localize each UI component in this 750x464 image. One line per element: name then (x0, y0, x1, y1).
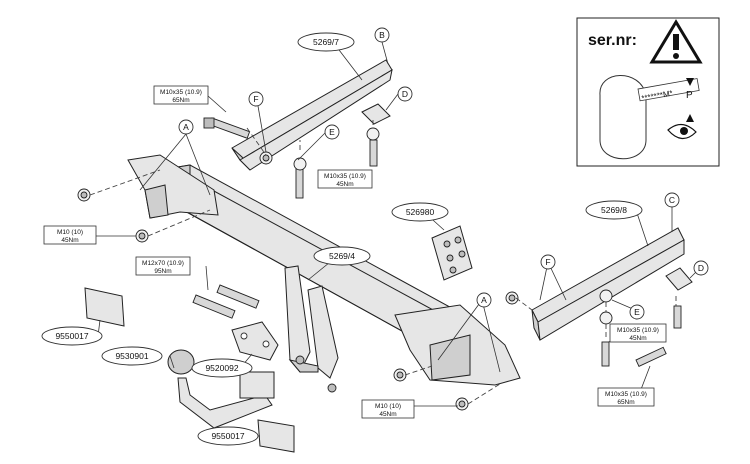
sticker-bottom (257, 419, 295, 453)
spec-right-45: M10x35 (10.9) 45Nm (609, 323, 667, 343)
part-label-9520092: 9520092 (191, 358, 253, 378)
letter-e-left: E (324, 124, 340, 140)
svg-text:45Nm: 45Nm (629, 335, 646, 342)
svg-text:E: E (634, 307, 640, 317)
svg-text:526980: 526980 (406, 207, 435, 217)
svg-text:45Nm: 45Nm (379, 411, 396, 418)
svg-text:D: D (402, 89, 408, 99)
plate-d-left (361, 103, 391, 125)
sticker-top (84, 287, 125, 327)
bracket-left (231, 59, 393, 171)
svg-text:9530901: 9530901 (115, 351, 148, 361)
svg-text:9550017: 9550017 (55, 331, 88, 341)
spec-bottom-m10: M10 (10) 45Nm (361, 399, 415, 419)
arrow-up-icon (686, 114, 694, 122)
svg-text:M10 (10): M10 (10) (57, 229, 83, 236)
part-label-9530901: 9530901 (101, 346, 163, 366)
letter-f-right: F (540, 254, 556, 270)
svg-text:M12x70 (10.9): M12x70 (10.9) (142, 260, 184, 267)
svg-text:M10x35 (10.9): M10x35 (10.9) (324, 173, 366, 180)
part-label-526980: 526980 (391, 202, 449, 222)
svg-text:65Nm: 65Nm (172, 97, 189, 104)
svg-text:E: E (329, 127, 335, 137)
part-label-9550017-top: 9550017 (41, 326, 103, 346)
svg-text:5269/4: 5269/4 (329, 251, 355, 261)
svg-text:65Nm: 65Nm (617, 399, 634, 406)
svg-text:F: F (545, 257, 550, 267)
spec-left-m10: M10 (10) 45Nm (43, 225, 97, 245)
svg-text:45Nm: 45Nm (61, 237, 78, 244)
svg-text:45Nm: 45Nm (336, 181, 353, 188)
spec-right-65: M10x35 (10.9) 65Nm (597, 387, 655, 407)
plate-9520092 (231, 321, 279, 361)
arrow-down-icon (686, 78, 694, 86)
letter-e-right: E (629, 304, 645, 320)
letter-a-right: A (476, 292, 492, 308)
p-label: P (686, 90, 693, 101)
spec-top-middle: M10x35 (10.9) 45Nm (317, 169, 373, 189)
svg-text:D: D (698, 263, 704, 273)
svg-text:M10x35 (10.9): M10x35 (10.9) (617, 327, 659, 334)
svg-text:M10x35 (10.9): M10x35 (10.9) (160, 89, 202, 96)
leader-lines (80, 41, 701, 437)
warning-title: ser.nr: (588, 32, 637, 49)
spec-top-left: M10x35 (10.9) 65Nm (153, 85, 209, 105)
svg-text:5269/7: 5269/7 (313, 37, 339, 47)
part-label-5269-4: 5269/4 (313, 246, 371, 266)
svg-text:95Nm: 95Nm (154, 268, 171, 275)
svg-text:F: F (253, 94, 258, 104)
svg-text:A: A (481, 295, 487, 305)
warning-box: ser.nr: *******M* P (576, 17, 720, 167)
fasteners (77, 117, 682, 411)
svg-text:M10 (10): M10 (10) (375, 403, 401, 410)
svg-text:9520092: 9520092 (205, 363, 238, 373)
spec-m12: M12x70 (10.9) 95Nm (135, 256, 191, 276)
letter-d-left: D (397, 86, 413, 102)
svg-text:A: A (183, 122, 189, 132)
letter-a-left: A (178, 119, 194, 135)
letter-d-right: D (693, 260, 709, 276)
part-label-5269-7: 5269/7 (297, 32, 355, 52)
svg-text:C: C (669, 195, 675, 205)
socket-plate (431, 225, 473, 281)
svg-text:B: B (379, 30, 385, 40)
part-label-5269-8: 5269/8 (585, 200, 643, 220)
svg-text:9550017: 9550017 (211, 431, 244, 441)
letter-b: B (374, 27, 390, 43)
ball-neck (167, 349, 275, 429)
part-label-9550017-bottom: 9550017 (197, 426, 259, 446)
plate-d-right (665, 267, 693, 291)
bracket-right (531, 227, 685, 341)
svg-text:5269/8: 5269/8 (601, 205, 627, 215)
letter-c: C (664, 192, 680, 208)
letter-f-left: F (248, 91, 264, 107)
dashed-lines (89, 120, 677, 405)
svg-text:M10x35 (10.9): M10x35 (10.9) (605, 391, 647, 398)
